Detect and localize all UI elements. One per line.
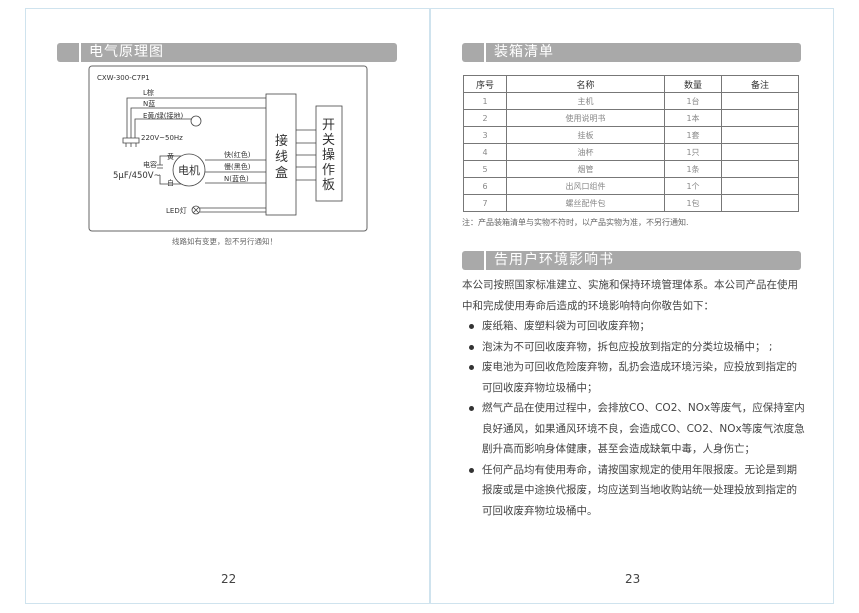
- section-header-packing: 装箱清单: [462, 43, 801, 62]
- table-cell: [721, 143, 799, 161]
- neutral-wire-label: N(蓝色): [224, 174, 249, 183]
- table-cell: [721, 177, 799, 195]
- wire-n-label: N蓝: [143, 99, 155, 108]
- table-cell: 1条: [664, 160, 722, 178]
- diagram-caption: 线路如有变更，恕不另行通知！: [172, 237, 277, 246]
- bullet-item: 废电池为可回收危险废弃物，乱扔会造成环境污染，应投放到指定的可回收废弃物垃圾桶中…: [462, 357, 807, 398]
- wiring-diagram: CXW-300-C7P1 L棕 N蓝 E黄/绿(接地) 220V~50Hz 快(…: [88, 65, 368, 232]
- column-header: 名称: [506, 75, 665, 93]
- intro-paragraph: 本公司按照国家标准建立、实施和保持环境管理体系。本公司产品在使用中和完成使用寿命…: [462, 279, 798, 312]
- table-cell: 1: [463, 92, 507, 110]
- section-title: 告用户环境影响书: [494, 252, 614, 268]
- page-number-left: 22: [221, 572, 237, 586]
- table-cell: 1个: [664, 177, 722, 195]
- table-cell: 7: [463, 194, 507, 212]
- table-cell: 3: [463, 126, 507, 144]
- slow-wire-label: 慢(黑色): [224, 162, 251, 171]
- section-title: 装箱清单: [494, 44, 554, 60]
- environment-text: 本公司按照国家标准建立、实施和保持环境管理体系。本公司产品在使用中和完成使用寿命…: [462, 275, 807, 521]
- table-cell: 挂板: [506, 126, 665, 144]
- table-cell: 1台: [664, 92, 722, 110]
- table-header-row: 序号 名称 数量 备注: [463, 75, 799, 93]
- section-header-environment: 告用户环境影响书: [462, 251, 801, 270]
- wire-e-label: E黄/绿(接地): [143, 111, 184, 120]
- table-cell: [721, 160, 799, 178]
- table-cell: [721, 194, 799, 212]
- section-title: 电气原理图: [89, 44, 164, 60]
- page-left: [25, 8, 430, 604]
- table-note: 注：产品装箱清单与实物不符时，以产品实物为准，不另行通知.: [462, 218, 689, 227]
- white-label: 白: [167, 178, 174, 187]
- column-header: 数量: [664, 75, 722, 93]
- table-cell: 1本: [664, 109, 722, 127]
- led-label: LED灯: [166, 206, 187, 215]
- table-cell: 出风口组件: [506, 177, 665, 195]
- wire-l-label: L棕: [143, 88, 154, 97]
- table-cell: 5: [463, 160, 507, 178]
- column-header: 序号: [463, 75, 507, 93]
- yellow-label: 黄: [167, 152, 174, 161]
- page-right: [430, 8, 834, 604]
- table-cell: [721, 109, 799, 127]
- capacitor-label: 电容: [143, 160, 157, 169]
- bullet-item: 废纸箱、废塑料袋为可回收废弃物；: [462, 316, 807, 337]
- fast-wire-label: 快(红色): [224, 150, 251, 159]
- table-cell: 6: [463, 177, 507, 195]
- motor-label: 电机: [178, 163, 200, 177]
- table-cell: 1包: [664, 194, 722, 212]
- bullet-item: 燃气产品在使用过程中，会排放CO、CO2、NOx等废气，应保持室内良好通风，如果…: [462, 398, 807, 460]
- table-cell: 2: [463, 109, 507, 127]
- table-cell: 1套: [664, 126, 722, 144]
- bullet-item: 任何产品均有使用寿命，请按国家规定的使用年限报废。无论是到期报废或是中途换代报废…: [462, 460, 807, 522]
- table-cell: 烟管: [506, 160, 665, 178]
- table-cell: 油杯: [506, 143, 665, 161]
- junction-box-label: 接线盒: [275, 134, 289, 181]
- table-cell: 使用说明书: [506, 109, 665, 127]
- table-cell: 4: [463, 143, 507, 161]
- table-cell: 螺丝配件包: [506, 194, 665, 212]
- column-header: 备注: [721, 75, 799, 93]
- page-number-right: 23: [625, 572, 641, 586]
- section-header-electrical: 电气原理图: [57, 43, 397, 62]
- table-cell: [721, 126, 799, 144]
- table-cell: [721, 92, 799, 110]
- power-label: 220V~50Hz: [141, 134, 183, 142]
- switch-panel-label: 开关操作板: [322, 118, 336, 193]
- bullet-item: 泡沫为不可回收废弃物，拆包应投放到指定的分类垃圾桶中； ;: [462, 337, 807, 358]
- table-cell: 主机: [506, 92, 665, 110]
- table-cell: 1只: [664, 143, 722, 161]
- capacitor-value: 5μF/450V~: [113, 171, 161, 181]
- model-label: CXW-300-C7P1: [97, 74, 150, 82]
